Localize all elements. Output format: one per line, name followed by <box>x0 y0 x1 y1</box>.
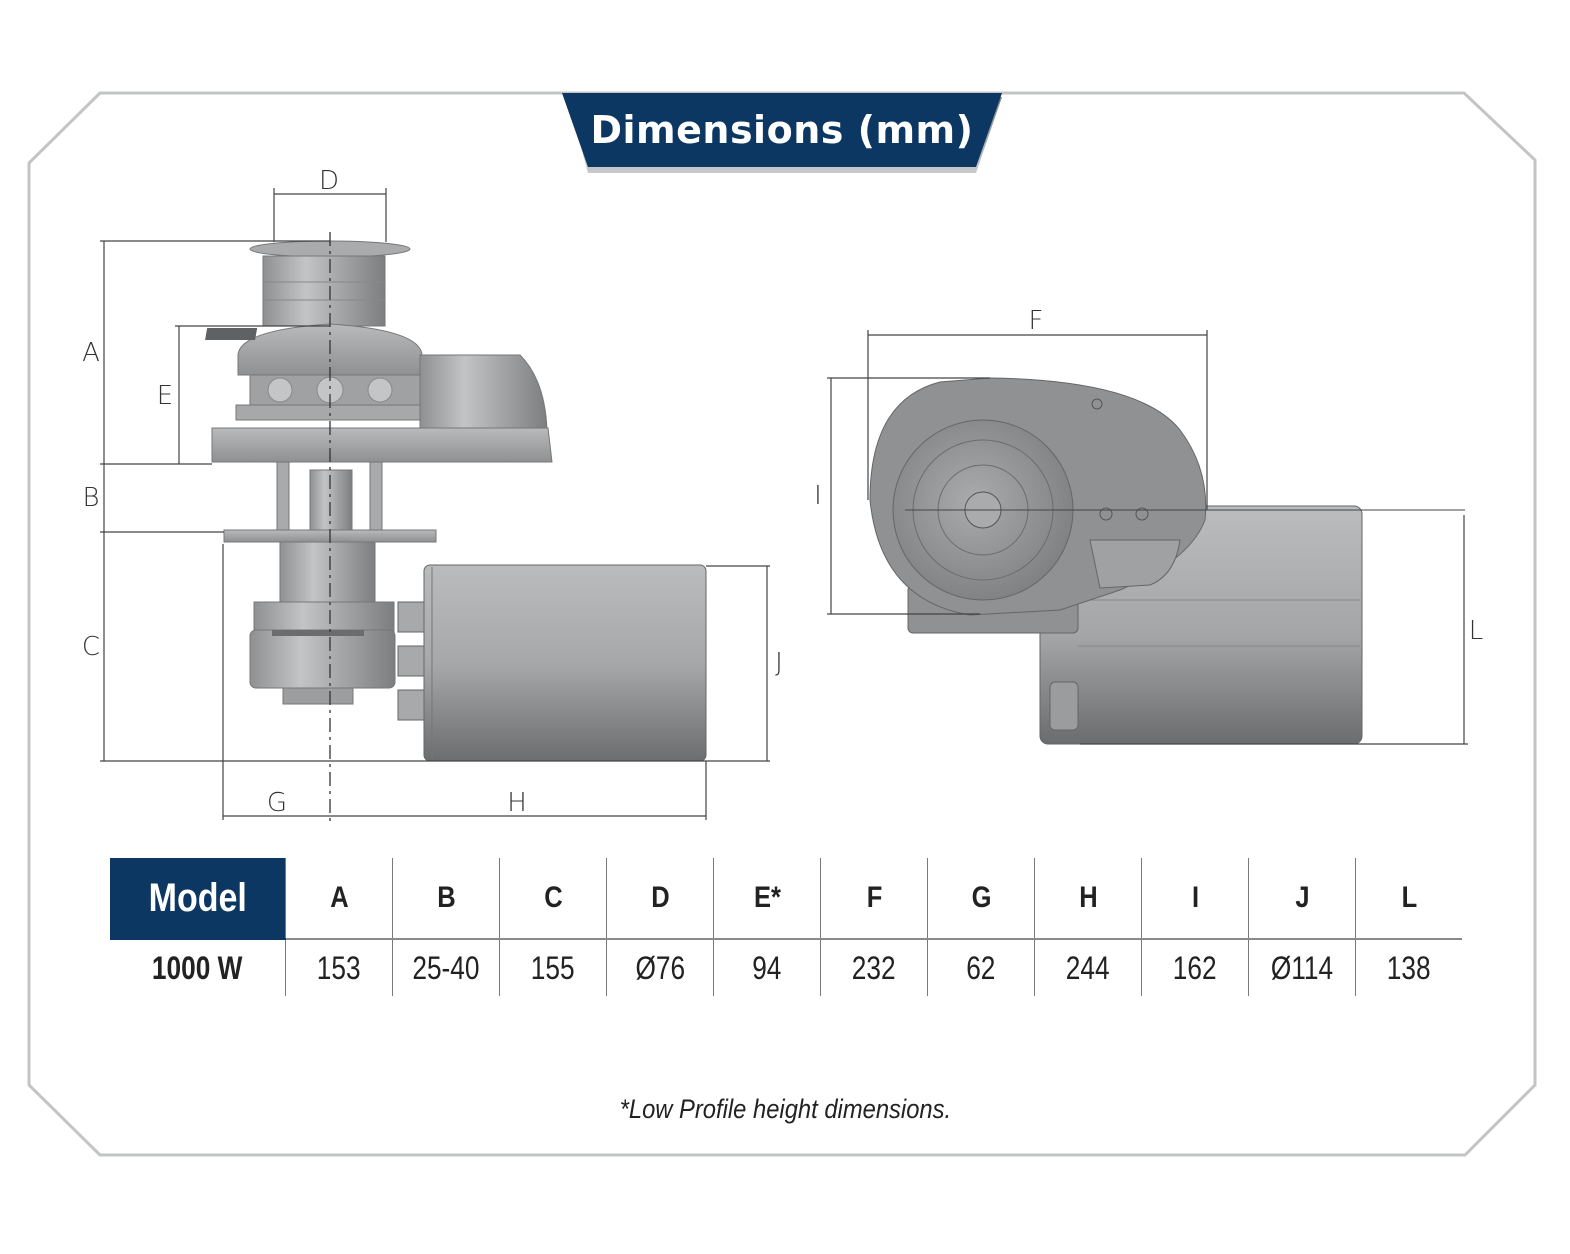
gearbox <box>249 541 425 721</box>
label-j: J <box>775 648 783 678</box>
side-view-drawing <box>100 188 770 822</box>
top-view-drawing <box>827 330 1468 745</box>
footnote: *Low Profile height dimensions. <box>619 1094 951 1124</box>
header-b: B <box>400 858 492 940</box>
gypsy-cover <box>205 323 553 463</box>
dimension-lines-top <box>827 330 1468 745</box>
header-g: G <box>935 858 1027 940</box>
label-b: B <box>82 483 100 513</box>
label-a: A <box>82 338 100 368</box>
header-a: A <box>293 858 385 940</box>
cell-d: Ø76 <box>606 939 714 996</box>
housing-top <box>869 377 1465 616</box>
label-h: H <box>507 788 527 818</box>
title-banner: Dimensions (mm) <box>562 93 1002 173</box>
cell-f: 232 <box>820 939 928 996</box>
capstan-drum <box>249 240 411 327</box>
label-e: E <box>156 381 174 411</box>
header-model: Model <box>110 858 286 940</box>
header-e: E* <box>721 858 813 940</box>
dimensions-table: Model A B C D E* F G H I J L 1000 W 153 … <box>110 858 1462 996</box>
cell-g: 62 <box>927 939 1035 996</box>
header-h: H <box>1042 858 1134 940</box>
cell-i: 162 <box>1141 939 1249 996</box>
banner-shape <box>562 93 1002 173</box>
header-j: J <box>1256 858 1348 940</box>
dimension-lines <box>100 188 770 820</box>
label-f: F <box>1028 306 1044 336</box>
cell-b: 25-40 <box>392 939 500 996</box>
cell-model: 1000 W <box>152 949 243 986</box>
table-row: 1000 W 153 25-40 155 Ø76 94 232 62 244 1… <box>110 939 1462 996</box>
header-c: C <box>507 858 599 940</box>
header-i: I <box>1149 858 1241 940</box>
label-i: I <box>814 481 822 511</box>
cell-a: 153 <box>285 939 393 996</box>
cell-l: 138 <box>1355 939 1462 996</box>
cell-c: 155 <box>499 939 607 996</box>
header-f: F <box>828 858 920 940</box>
cell-j: Ø114 <box>1248 939 1356 996</box>
header-d: D <box>614 858 706 940</box>
label-g: G <box>266 788 288 818</box>
cell-h: 244 <box>1034 939 1142 996</box>
cell-e: 94 <box>713 939 821 996</box>
table-header-row: Model A B C D E* F G H I J L <box>110 858 1462 940</box>
header-l: L <box>1363 858 1455 940</box>
label-c: C <box>81 632 101 662</box>
label-l: L <box>1468 616 1484 646</box>
page-title: Dimensions (mm) <box>590 108 974 152</box>
label-d: D <box>318 166 340 196</box>
deck-spacer <box>223 461 437 543</box>
